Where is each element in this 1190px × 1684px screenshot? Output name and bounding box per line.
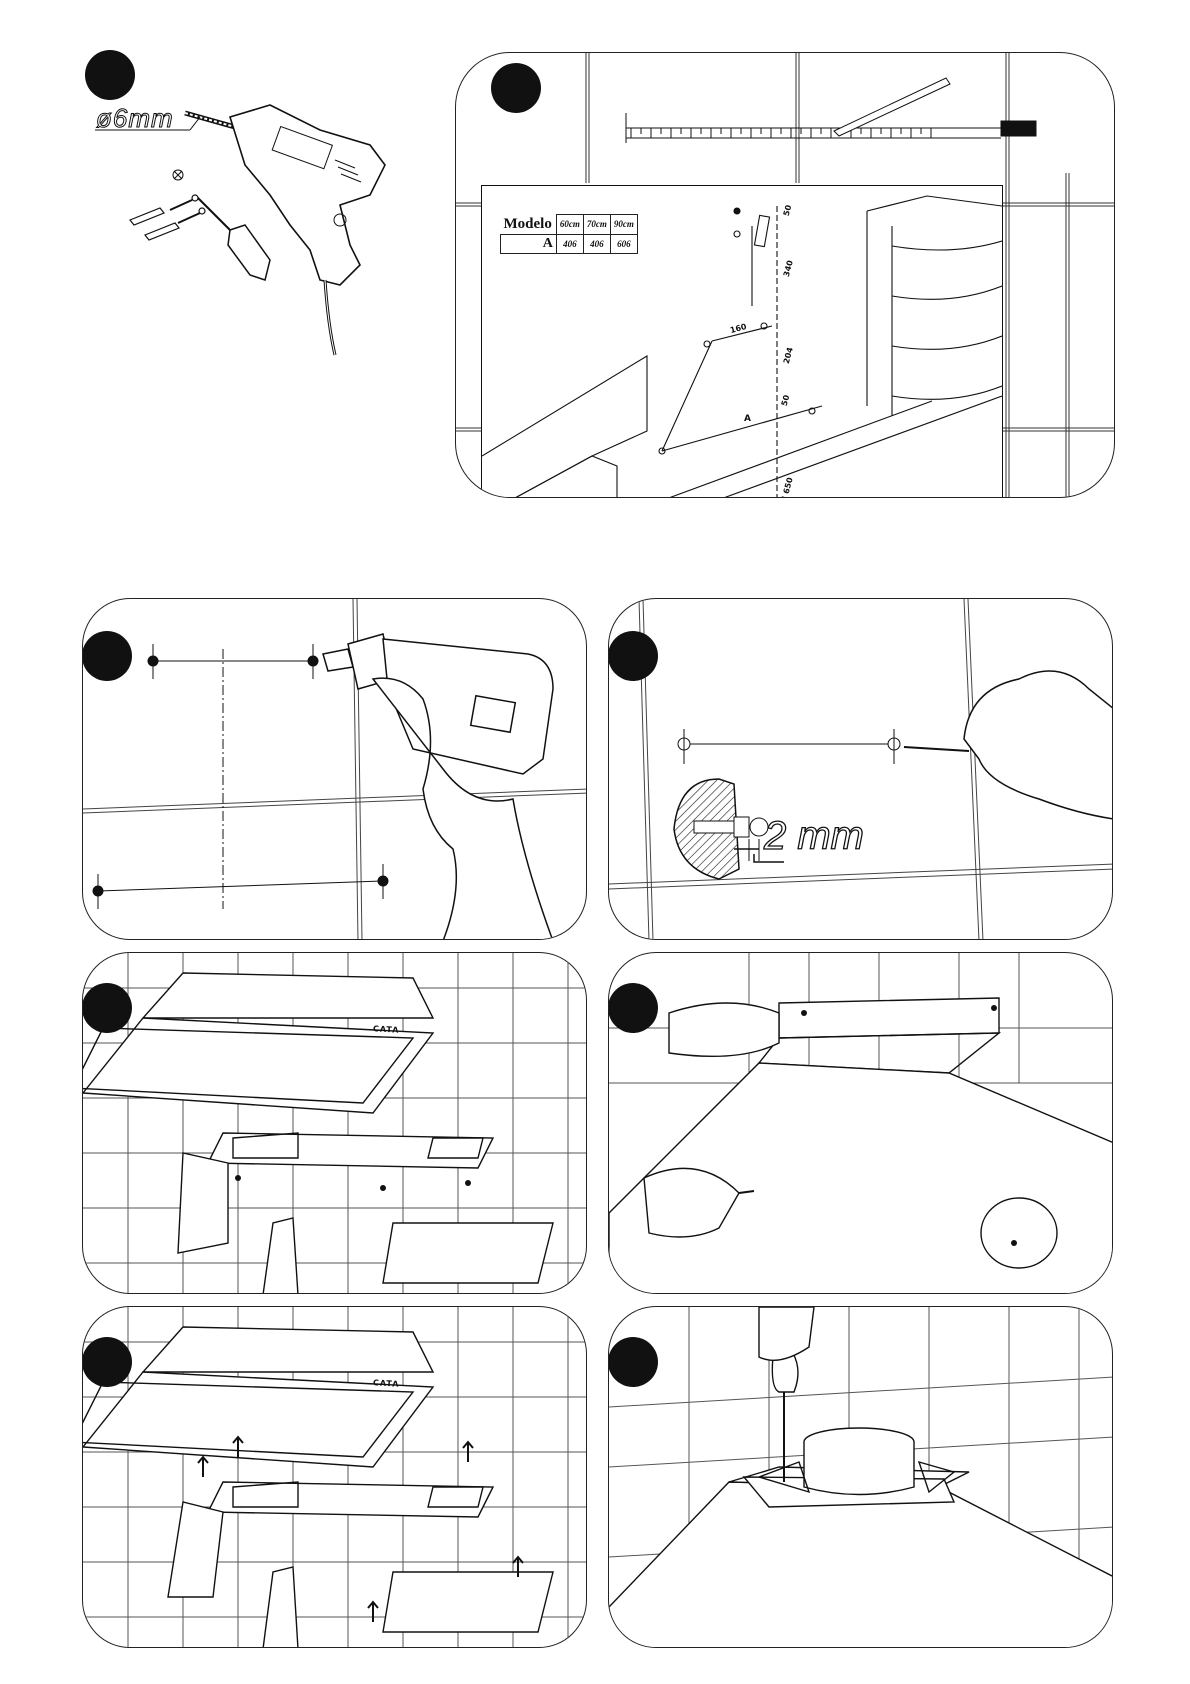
step5-panel: CATA <box>82 952 587 1294</box>
model-dimension-table: Modelo 60cm 70cm 90cm A 406 406 606 <box>500 214 638 254</box>
step6-panel <box>608 952 1113 1294</box>
drill-bit-size-label: ø6mm <box>96 103 174 134</box>
model-col-70: 70cm <box>582 214 611 235</box>
step1-area: ø6mm <box>70 45 430 365</box>
wall-plugs-illustration <box>609 599 1112 939</box>
tape-measure <box>625 77 1037 143</box>
model-col-90: 90cm <box>609 214 638 235</box>
step8-panel <box>608 1306 1113 1648</box>
step4-number-badge <box>609 631 658 681</box>
step1-number-badge <box>85 50 135 100</box>
step3-panel <box>82 598 587 940</box>
step5-number-badge <box>83 983 132 1033</box>
hood-mounting-illustration <box>609 953 1112 1293</box>
step3-number-badge <box>83 631 132 681</box>
model-row-label: A <box>500 233 557 254</box>
drilling-holes-illustration <box>83 599 586 939</box>
dim-label-a: A <box>744 414 751 424</box>
model-table-header: Modelo <box>503 215 552 232</box>
model-val-90: 606 <box>609 233 638 254</box>
model-val-70: 406 <box>582 233 611 254</box>
drill-and-screws-illustration <box>95 104 386 356</box>
outlet-collar-fixing-illustration <box>609 1307 1112 1647</box>
step7-number-badge <box>83 1337 132 1387</box>
model-col-60: 60cm <box>555 214 584 235</box>
step4-panel: 2 mm <box>608 598 1113 940</box>
model-val-60: 406 <box>555 233 584 254</box>
step6-number-badge <box>609 983 658 1033</box>
step8-number-badge <box>609 1337 658 1387</box>
wall-tiles-background <box>456 53 1114 497</box>
step2-panel: Modelo 60cm 70cm 90cm A 406 406 606 50 3… <box>455 52 1115 498</box>
filter-removal-illustration <box>83 953 586 1293</box>
hood-brand-logo-step7: CATA <box>372 1378 400 1389</box>
filter-reinstall-illustration <box>83 1307 586 1647</box>
kitchen-cabinets-diagram <box>482 195 1002 497</box>
hood-brand-logo-step5: CATA <box>372 1024 400 1035</box>
kitchen-layout-inset: Modelo 60cm 70cm 90cm A 406 406 606 50 3… <box>481 185 1003 497</box>
screw-gap-label: 2 mm <box>763 813 864 858</box>
step7-panel: CATA <box>82 1306 587 1648</box>
step2-number-badge <box>491 63 541 113</box>
